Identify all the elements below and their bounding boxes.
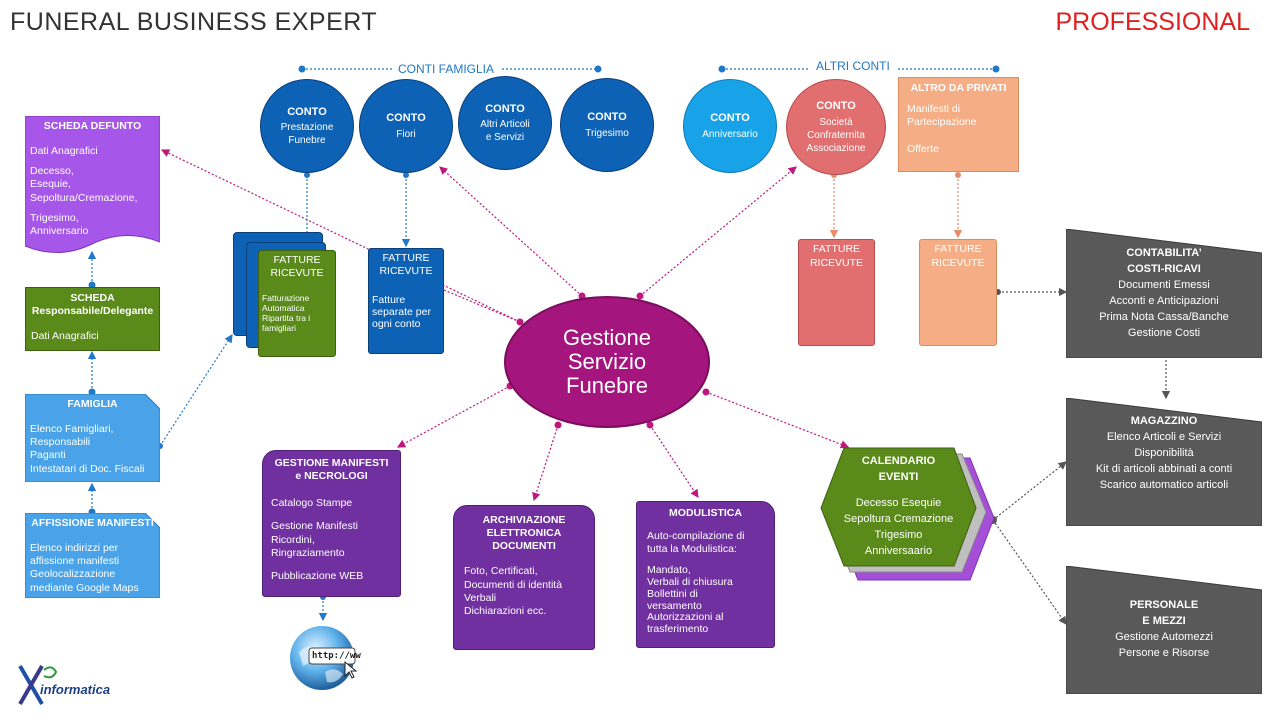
module-archiviazione-line: Foto, Certificati, Documenti di identità… (464, 565, 563, 617)
account-altri-articoli[interactable]: CONTO Altri Articoli e Servizi (458, 76, 552, 170)
scheda-defunto-line: Trigesimo, Anniversario (30, 211, 89, 237)
account-label: Prestazione Funebre (280, 122, 334, 147)
xp-informatica-logo: XP informatica (14, 660, 134, 712)
magazzino-lines: Elenco Articoli e Servizi Disponibilità … (1095, 430, 1233, 491)
personale-card[interactable]: PERSONALE E MEZZI Gestione Automezzi Per… (1066, 566, 1262, 694)
calendario-title: CALENDARIO EVENTI (861, 455, 936, 483)
account-privati-lines: Manifesti di Partecipazione Offerte (907, 103, 977, 155)
affissione-title: AFFISSIONE MANIFESTI (31, 517, 154, 529)
account-societa[interactable]: CONTO Società Confraternita Associazione (786, 79, 886, 175)
account-head: CONTO (386, 112, 426, 125)
globe-graphic (290, 626, 358, 690)
group-label-other: ALTRI CONTI (810, 59, 896, 73)
affissione-line: Elenco indirizzi per affissione manifest… (30, 542, 139, 594)
scheda-defunto[interactable]: SCHEDA DEFUNTO Dati Anagrafici Decesso, … (25, 116, 160, 254)
account-fiori[interactable]: CONTO Fiori (359, 79, 453, 173)
module-calendario[interactable]: CALENDARIO EVENTI Decesso Esequie Sepolt… (818, 446, 996, 582)
account-head: CONTO (816, 100, 856, 113)
account-privati[interactable]: ALTRO DA PRIVATI Manifesti di Partecipaz… (898, 77, 1019, 172)
web-globe-icon: http://ww (287, 622, 361, 692)
account-trigesimo[interactable]: CONTO Trigesimo (560, 78, 654, 172)
scheda-responsabile-title: SCHEDA Responsabile/Delegante (31, 292, 154, 318)
app-title: FUNERAL BUSINESS EXPERT (10, 8, 378, 36)
contabilita-title: CONTABILITA’ COSTI-RICAVI (1126, 247, 1202, 275)
contabilita-card[interactable]: CONTABILITA’ COSTI-RICAVI Documenti Emes… (1066, 229, 1262, 358)
module-manifesti[interactable]: GESTIONE MANIFESTI e NECROLOGI Catalogo … (262, 450, 401, 597)
globe-url-text: http://ww (312, 651, 361, 661)
module-modulistica-line: Auto-compilazione di tutta la Modulistic… (647, 530, 745, 555)
invoice-received-family[interactable]: FATTURE RICEVUTE Fatturazione Automatica… (258, 250, 336, 357)
account-label: Società Confraternita Associazione (806, 116, 866, 154)
invoice-separate-note: Fatture separate per ogni conto (372, 294, 431, 331)
module-archiviazione[interactable]: ARCHIVIAZIONE ELETTRONICA DOCUMENTI Foto… (453, 505, 595, 650)
edition-label: PROFESSIONAL (1055, 8, 1251, 36)
account-head: CONTO (287, 105, 327, 118)
module-modulistica[interactable]: MODULISTICA Auto-compilazione di tutta l… (636, 501, 775, 648)
calendario-shape (820, 447, 995, 581)
account-head: CONTO (485, 102, 525, 115)
module-manifesti-line: Pubblicazione WEB (271, 569, 364, 582)
account-privati-title: ALTRO DA PRIVATI (910, 82, 1007, 94)
personale-title: PERSONALE E MEZZI (1129, 599, 1199, 627)
scheda-defunto-title: SCHEDA DEFUNTO (43, 120, 142, 132)
module-manifesti-line: Gestione Manifesti Ricordini, Ringraziam… (271, 520, 358, 559)
module-archiviazione-title: ARCHIVIAZIONE ELETTRONICA DOCUMENTI (482, 514, 566, 553)
famiglia-line: Elenco Famigliari, Responsabili Paganti … (30, 423, 145, 475)
account-head: CONTO (587, 111, 627, 124)
invoice-separate-label: FATTURE RICEVUTE (379, 252, 433, 278)
account-head: CONTO (710, 112, 750, 125)
famiglia-card[interactable]: FAMIGLIA Elenco Famigliari, Responsabili… (25, 394, 160, 482)
famiglia-title: FAMIGLIA (67, 398, 118, 410)
calendario-lines: Decesso Esequie Sepoltura Cremazione Tri… (843, 496, 954, 557)
magazzino-card[interactable]: MAGAZZINO Elenco Articoli e Servizi Disp… (1066, 398, 1262, 526)
account-label: Altri Articoli e Servizi (480, 119, 530, 144)
affissione-card-shape (25, 513, 160, 598)
hub-label: Gestione Servizio Funebre (562, 324, 652, 399)
account-label: Trigesimo (585, 127, 629, 139)
magazzino-title: MAGAZZINO (1130, 415, 1198, 427)
account-label: Anniversario (702, 128, 758, 140)
famiglia-card-shape (25, 394, 160, 482)
invoice-received-note: Fatturazione Automatica Ripartita tra i … (262, 293, 311, 333)
invoice-separate[interactable]: FATTURE RICEVUTE Fatture separate per og… (368, 248, 444, 354)
logo-mark (18, 664, 58, 706)
scheda-defunto-shape (25, 116, 160, 254)
scheda-responsabile[interactable]: SCHEDA Responsabile/Delegante Dati Anagr… (25, 287, 160, 351)
module-manifesti-line: Catalogo Stampe (271, 497, 353, 510)
group-label-family: CONTI FAMIGLIA (392, 62, 501, 76)
contabilita-lines: Documenti Emessi Acconti e Anticipazioni… (1099, 278, 1229, 339)
personale-lines: Gestione Automezzi Persone e Risorse (1115, 630, 1213, 659)
scheda-defunto-line: Decesso, Esequie, Sepoltura/Cremazione, (30, 165, 138, 204)
scheda-responsabile-line: Dati Anagrafici (31, 330, 99, 343)
invoice-received-label: FATTURE RICEVUTE (270, 254, 324, 280)
contabilita-shape (1066, 229, 1262, 358)
scheda-defunto-line: Dati Anagrafici (30, 145, 98, 158)
account-anniversario[interactable]: CONTO Anniversario (683, 79, 777, 173)
invoice-received-private[interactable]: FATTURE RICEVUTE (919, 239, 997, 346)
account-label: Fiori (396, 128, 416, 140)
personale-shape (1066, 566, 1262, 694)
hub-gestione-servizio[interactable]: Gestione Servizio Funebre (504, 296, 710, 428)
logo-word: informatica (40, 682, 111, 697)
module-modulistica-title: MODULISTICA (669, 507, 742, 519)
invoice-received-associations[interactable]: FATTURE RICEVUTE (798, 239, 875, 346)
module-manifesti-title: GESTIONE MANIFESTI e NECROLOGI (274, 457, 389, 483)
affissione-card[interactable]: AFFISSIONE MANIFESTI Elenco indirizzi pe… (25, 513, 160, 598)
module-modulistica-line: Mandato, Verbali di chiusura Bollettini … (647, 564, 733, 636)
magazzino-shape (1066, 398, 1262, 526)
account-prestazione[interactable]: CONTO Prestazione Funebre (260, 79, 354, 173)
